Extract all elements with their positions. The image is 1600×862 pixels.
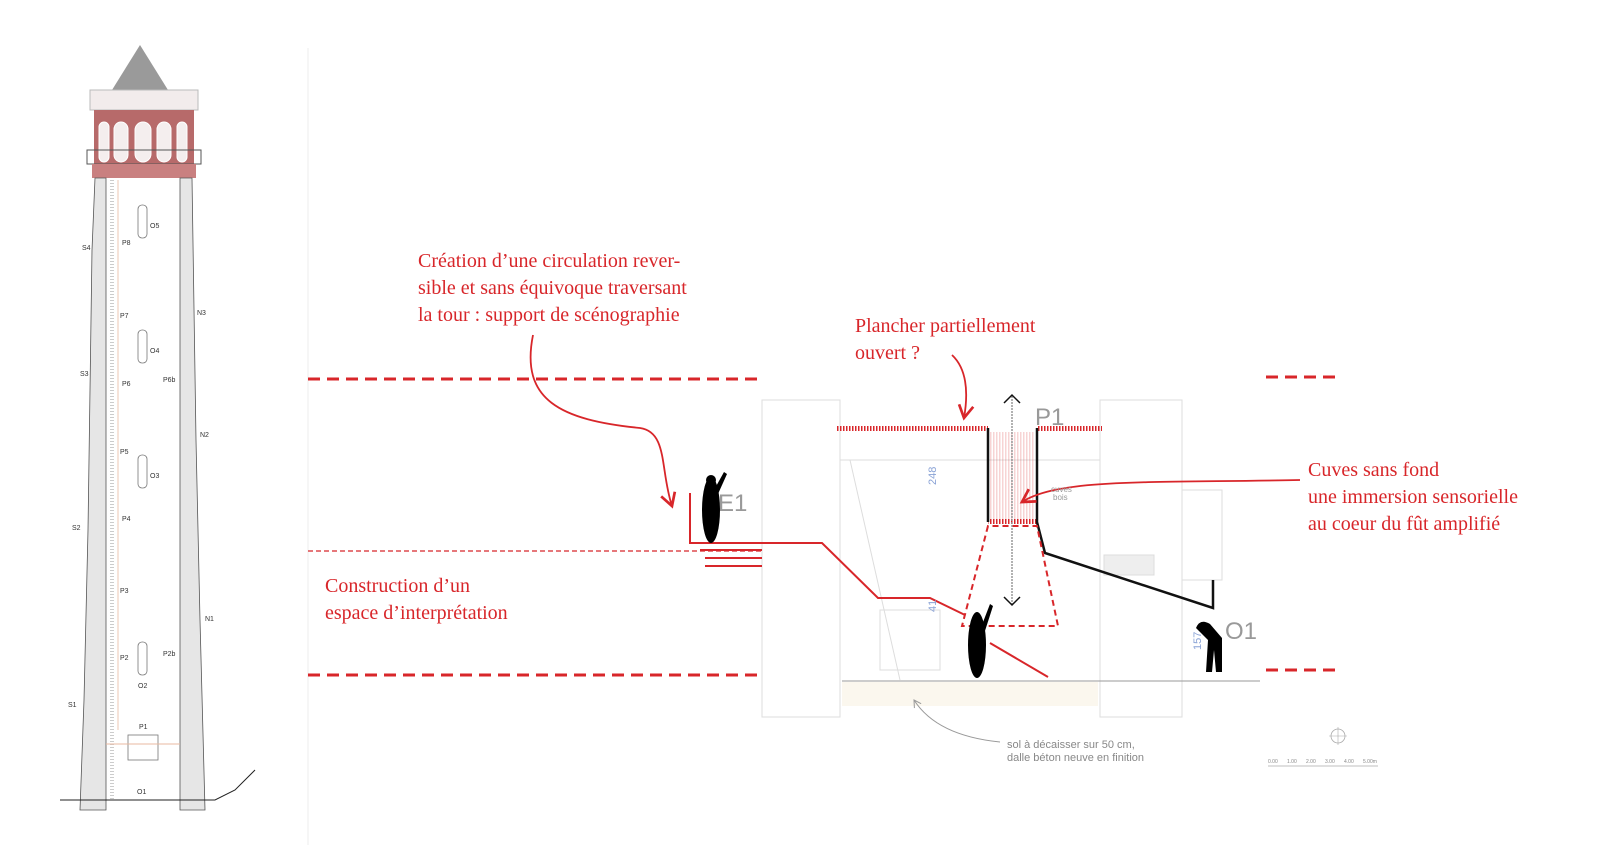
tower-cornice [89, 89, 199, 111]
tower-label-p4: P4 [122, 516, 131, 523]
tower-label-p3: P3 [120, 588, 129, 595]
section-label-o1: O1 [1225, 618, 1257, 645]
tower-elevation: P8 P7 P6 P5 P4 P3 P2 P1 P2b P6b O5 O4 O3… [60, 45, 309, 845]
annotation-construction-2: espace d’interprétation [325, 602, 508, 624]
tower-label-s2: S2 [72, 525, 81, 532]
tower-label-p1: P1 [139, 724, 148, 731]
tower-label-o5: O5 [150, 223, 159, 230]
figure-e1 [702, 477, 720, 543]
annotation-construction-1: Construction d’un [325, 575, 470, 597]
tower-spire [112, 45, 168, 90]
annotation-circulation-1: Création d’une circulation rever- [418, 250, 680, 272]
floor-slab [842, 682, 1098, 706]
floor-hatch-bottom [988, 519, 1037, 524]
arrow-circulation [529, 334, 677, 509]
dimension-41: 41 [927, 600, 939, 612]
arrow-cuves [1019, 479, 1301, 504]
annotation-cuves-3: au coeur du fût amplifié [1308, 513, 1500, 535]
scale-bar: 0.00 1.00 2.00 3.00 4.00 5.00m [1268, 759, 1378, 767]
ground-line [60, 769, 256, 801]
svg-text:2.00: 2.00 [1306, 759, 1316, 765]
cuves-bois-label-1: cuves [1051, 485, 1072, 494]
section-label-e1: E1 [718, 490, 747, 517]
floor-hatch-left [837, 426, 988, 431]
annotation-plancher-2: ouvert ? [855, 342, 920, 364]
section-drawing: E1 P1 O1 248 41 157 cuves bois sol à déc… [308, 334, 1378, 767]
floor-hatch-right [1037, 426, 1102, 431]
tower-label-p8: P8 [122, 240, 131, 247]
svg-text:3.00: 3.00 [1325, 759, 1335, 765]
caption-line-1: sol à décaisser sur 50 cm, [1007, 739, 1135, 751]
dimension-157: 157 [1192, 632, 1204, 650]
cuve-dashed-volume [960, 525, 1060, 627]
svg-text:1.00: 1.00 [1287, 759, 1297, 765]
tower-label-p6b: P6b [163, 377, 176, 384]
tower-label-o1: O1 [137, 789, 146, 796]
arrow-caption [913, 699, 1001, 743]
tower-label-s1: S1 [68, 702, 77, 709]
cuves-bois-label-2: bois [1053, 493, 1068, 502]
tower-windows [127, 204, 159, 761]
tower-label-p2b: P2b [163, 651, 176, 658]
cuve-wall-right [1035, 428, 1215, 610]
annotation-plancher-1: Plancher partiellement [855, 315, 1036, 337]
annotation-circulation-2: sible et sans équivoque traversant [418, 277, 687, 299]
figure-o1 [1196, 621, 1222, 672]
tower-corbels [92, 164, 196, 178]
tower-label-p7: P7 [120, 313, 129, 320]
tower-label-s3: S3 [80, 371, 89, 378]
arrow-plancher [951, 354, 975, 421]
annotations: Création d’une circulation rever- sible … [325, 250, 1518, 624]
tower-label-p5: P5 [120, 449, 129, 456]
svg-text:0.00: 0.00 [1268, 759, 1278, 765]
svg-text:4.00: 4.00 [1344, 759, 1354, 765]
circulation-path [689, 493, 966, 616]
tower-label-o3: O3 [150, 473, 159, 480]
caption-line-2: dalle béton neuve en finition [1007, 752, 1144, 764]
tower-label-o2: O2 [138, 683, 147, 690]
tower-label-p6: P6 [122, 381, 131, 388]
tower-right-wall [179, 177, 206, 811]
svg-text:5.00m: 5.00m [1363, 759, 1377, 765]
tower-label-s4: S4 [82, 245, 91, 252]
tower-label-n1: N1 [205, 616, 214, 623]
north-symbol [1329, 727, 1347, 745]
tower-label-p2: P2 [120, 655, 129, 662]
annotation-circulation-3: la tour : support de scénographie [418, 304, 680, 326]
tower-label-n2: N2 [200, 432, 209, 439]
tower-left-wall [79, 177, 107, 811]
human-figures [702, 472, 1222, 678]
section-label-p1: P1 [1035, 404, 1064, 431]
tower-label-o4: O4 [150, 348, 159, 355]
level-lines [308, 375, 1338, 677]
annotation-cuves-2: une immersion sensorielle [1308, 486, 1518, 508]
dimension-248: 248 [927, 467, 939, 485]
annotation-cuves-1: Cuves sans fond [1308, 459, 1439, 481]
tower-label-n3: N3 [197, 310, 206, 317]
